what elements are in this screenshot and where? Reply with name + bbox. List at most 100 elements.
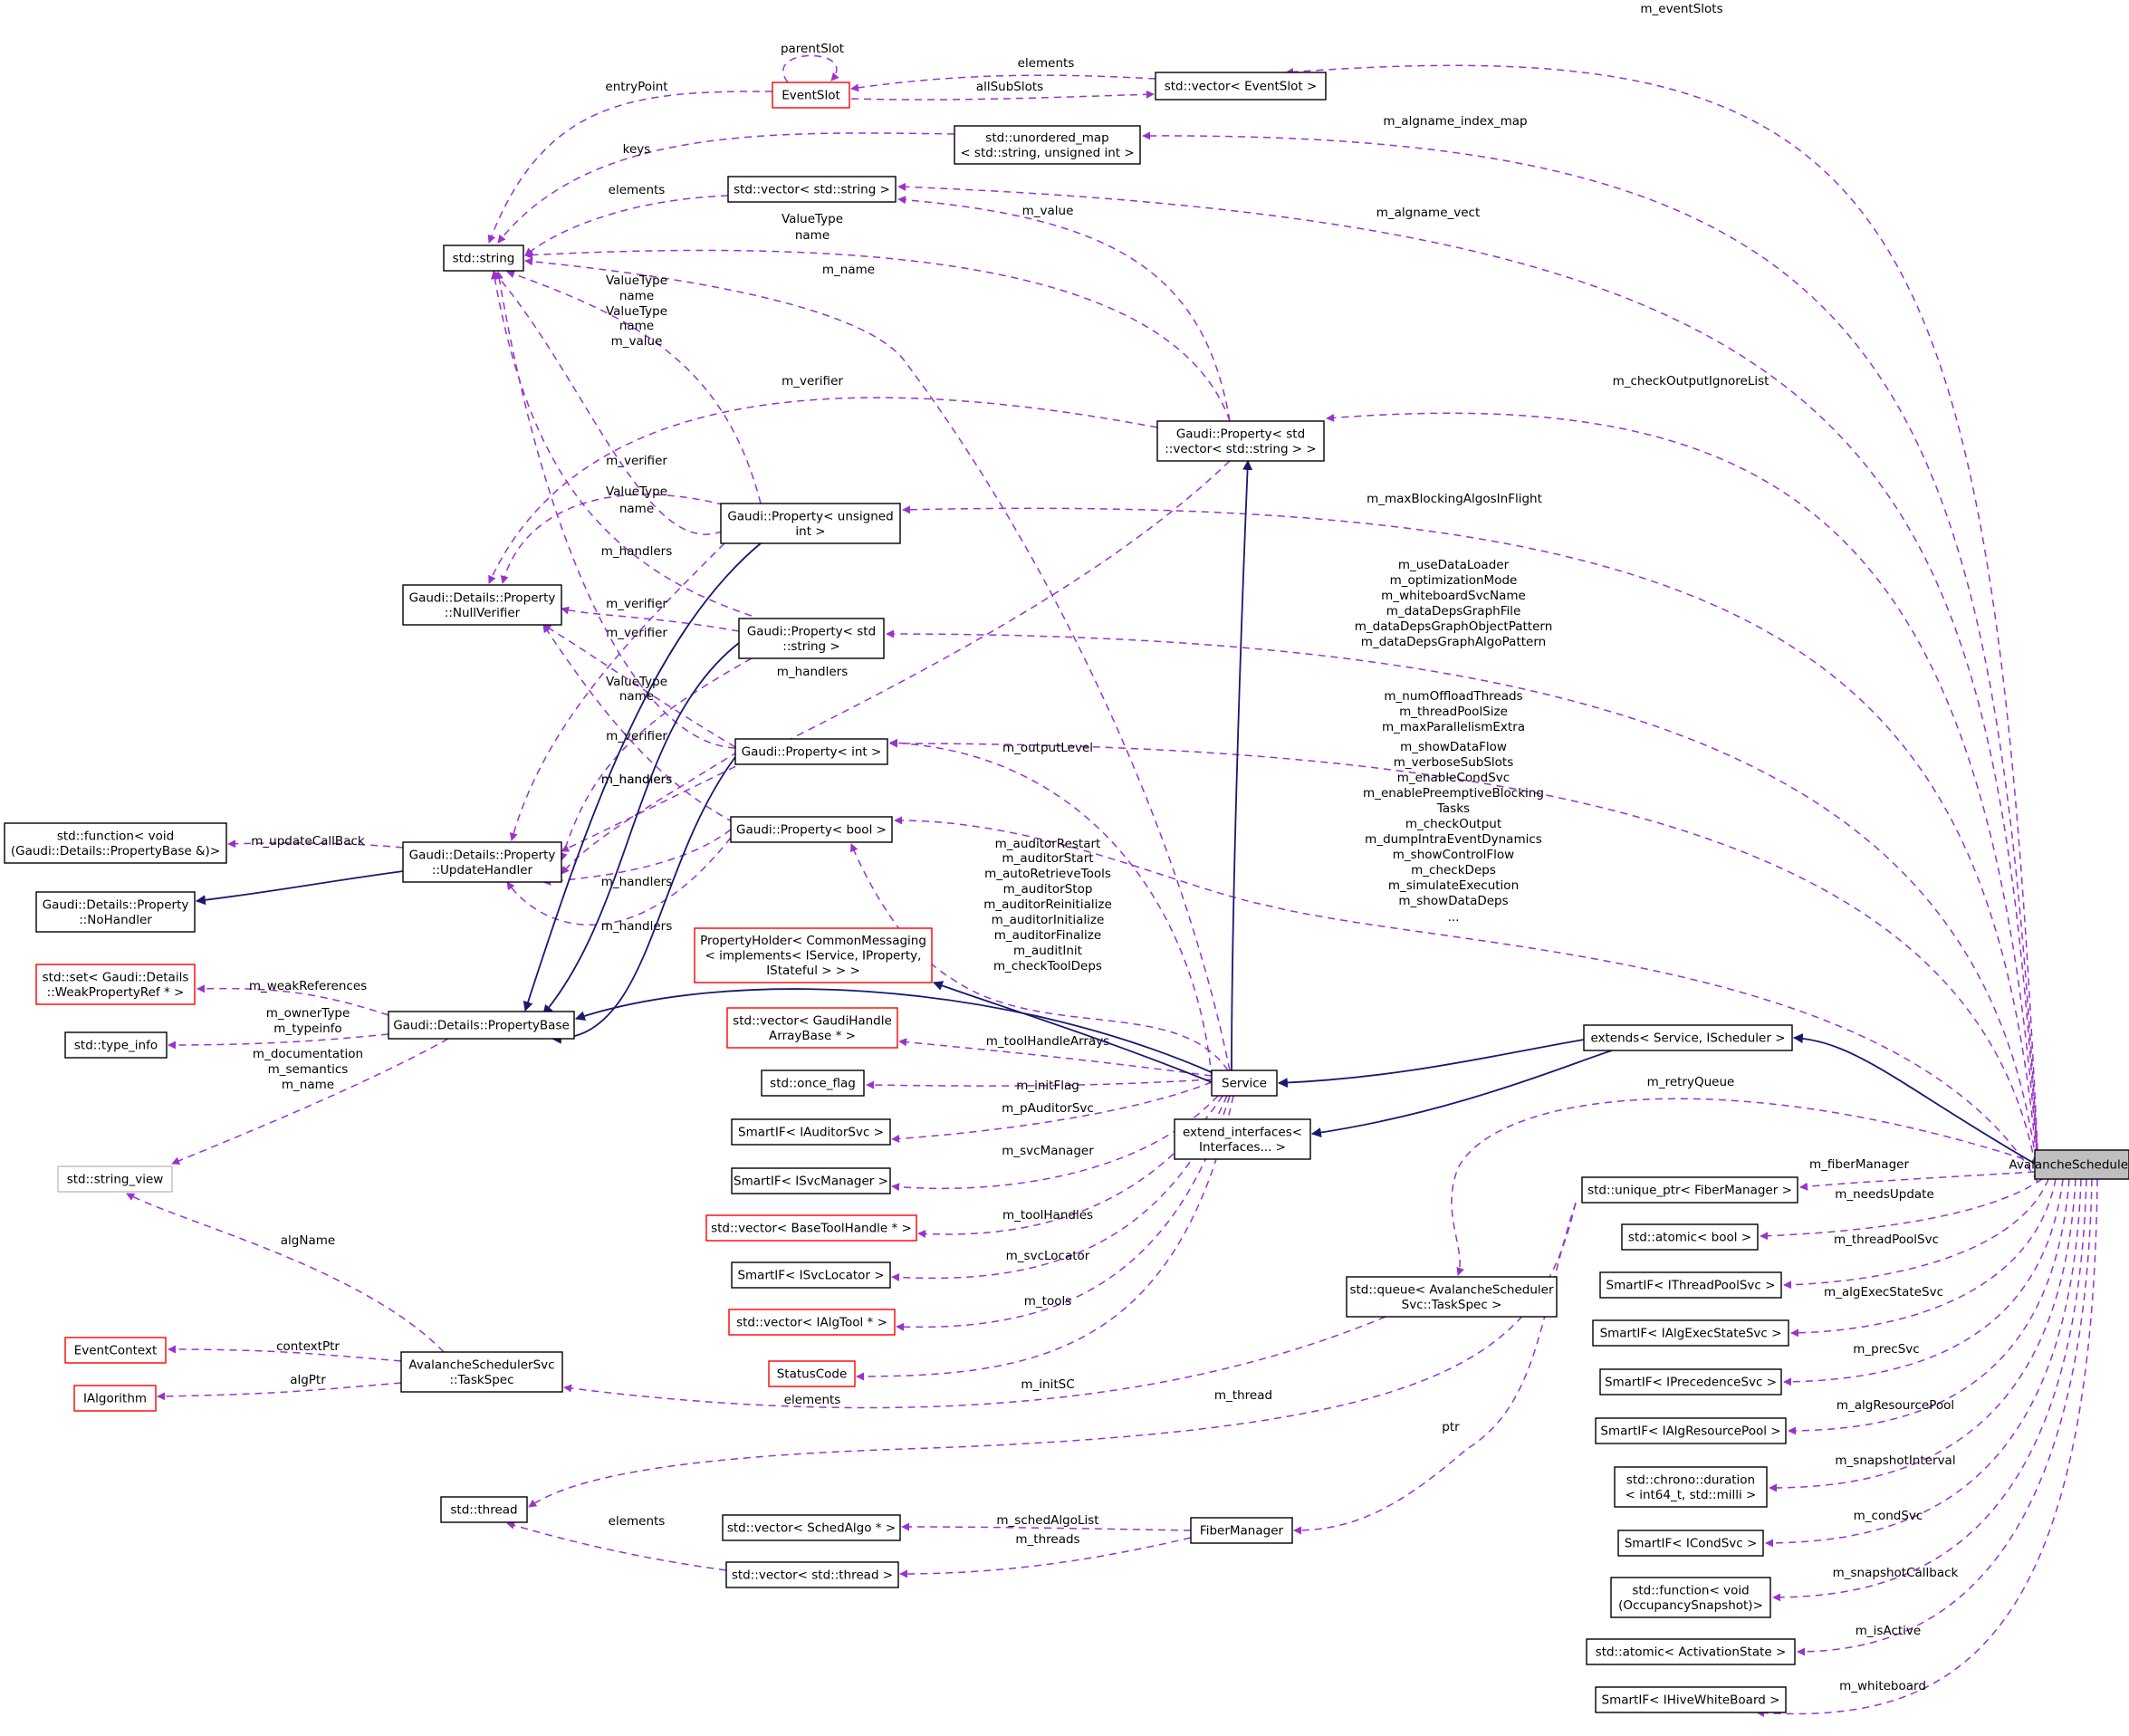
node-label: ::string > bbox=[782, 639, 839, 654]
class-node-string-view[interactable]: std::string_view bbox=[57, 1165, 173, 1193]
association-edge: m_name bbox=[524, 257, 1231, 1071]
class-node-prop-vecstring[interactable]: Gaudi::Property< std::vector< std::strin… bbox=[1156, 420, 1325, 462]
edge-label: m_retryQueue bbox=[1647, 1075, 1735, 1089]
class-node-propertybase[interactable]: Gaudi::Details::PropertyBase bbox=[388, 1011, 575, 1040]
class-node-extends[interactable]: extends< Service, IScheduler > bbox=[1583, 1024, 1793, 1051]
edge-label: m_auditInit bbox=[1013, 944, 1082, 958]
class-node-vec-eventslot[interactable]: std::vector< EventSlot > bbox=[1155, 72, 1327, 101]
class-node-std-string[interactable]: std::string bbox=[443, 245, 524, 272]
node-label: EventSlot bbox=[782, 89, 840, 103]
class-node-eventslot[interactable]: EventSlot bbox=[772, 82, 850, 109]
class-node-taskspec[interactable]: AvalancheSchedulerSvc::TaskSpec bbox=[400, 1351, 563, 1393]
class-node-nohandler[interactable]: Gaudi::Details::Property::NoHandler bbox=[35, 891, 196, 933]
class-node-smartif-precedence[interactable]: SmartIF< IPrecedenceSvc > bbox=[1599, 1368, 1782, 1396]
class-node-queue-taskspec[interactable]: std::queue< AvalancheSchedulerSvc::TaskS… bbox=[1346, 1276, 1558, 1318]
node-box bbox=[402, 584, 562, 626]
edge-label: m_initSC bbox=[1021, 1377, 1074, 1392]
edge-line bbox=[1783, 1178, 2049, 1290]
class-node-once-flag[interactable]: std::once_flag bbox=[761, 1069, 865, 1097]
class-node-updatehandler[interactable]: Gaudi::Details::Property::UpdateHandler bbox=[402, 841, 562, 883]
edge-line bbox=[509, 542, 725, 841]
class-node-avalanche[interactable]: AvalancheSchedulerSvc bbox=[2009, 1149, 2129, 1180]
class-node-vec-ialgtool[interactable]: std::vector< IAlgTool * > bbox=[728, 1309, 896, 1336]
edge-label: m_eventSlots bbox=[1640, 2, 1722, 16]
class-node-smartif-hive[interactable]: SmartIF< IHiveWhiteBoard > bbox=[1595, 1686, 1787, 1713]
edge-line bbox=[1231, 459, 1253, 1071]
node-label: Gaudi::Property< unsigned bbox=[727, 509, 893, 523]
node-label: IStateful > > > bbox=[766, 964, 860, 978]
association-edge: algPtr bbox=[157, 1373, 402, 1401]
class-node-ialgorithm[interactable]: IAlgorithm bbox=[73, 1385, 157, 1412]
edge-line bbox=[197, 984, 389, 1016]
class-node-smartif-algresource[interactable]: SmartIF< IAlgResourcePool > bbox=[1595, 1417, 1787, 1444]
edge-label: name bbox=[795, 228, 830, 243]
class-node-unordered-map[interactable]: std::unordered_map< std::string, unsigne… bbox=[954, 125, 1141, 165]
class-node-extend-interfaces[interactable]: extend_interfaces<Interfaces... > bbox=[1174, 1118, 1311, 1160]
class-node-smartif-svcmanager[interactable]: SmartIF< ISvcManager > bbox=[731, 1167, 891, 1194]
class-node-chrono-duration[interactable]: std::chrono::duration< int64_t, std::mil… bbox=[1614, 1466, 1768, 1508]
class-node-fibermanager[interactable]: FiberManager bbox=[1190, 1517, 1293, 1544]
edge-label: m_optimizationMode bbox=[1390, 573, 1518, 588]
edge-line bbox=[497, 132, 955, 244]
node-box bbox=[725, 1561, 899, 1588]
node-box bbox=[1156, 420, 1325, 462]
edge-line bbox=[1277, 1039, 1585, 1089]
class-node-eventcontext[interactable]: EventContext bbox=[64, 1337, 167, 1364]
class-node-nullverifier[interactable]: Gaudi::Details::Property::NullVerifier bbox=[402, 584, 562, 626]
association-edge: elements bbox=[506, 1514, 727, 1571]
class-node-vec-basetool[interactable]: std::vector< BaseToolHandle * > bbox=[705, 1214, 917, 1242]
class-node-prop-int[interactable]: Gaudi::Property< int > bbox=[734, 738, 888, 765]
association-edge: m_checkOutputIgnoreList bbox=[1326, 374, 2038, 1165]
node-box bbox=[443, 245, 524, 272]
class-node-std-thread[interactable]: std::thread bbox=[440, 1496, 528, 1523]
class-node-std-function[interactable]: std::function< void(Gaudi::Details::Prop… bbox=[4, 822, 227, 864]
edge-label: m_name bbox=[822, 263, 875, 277]
node-label: std::vector< std::string > bbox=[734, 183, 890, 197]
node-box bbox=[730, 816, 893, 843]
association-edge: m_value bbox=[897, 196, 1231, 422]
class-node-prop-string[interactable]: Gaudi::Property< std::string > bbox=[738, 618, 885, 659]
edge-label: m_threads bbox=[1015, 1532, 1079, 1547]
class-node-set-weakref[interactable]: std::set< Gaudi::Details::WeakPropertyRe… bbox=[35, 964, 196, 1005]
node-label: std::string_view bbox=[67, 1173, 164, 1187]
class-node-smartif-threadpool[interactable]: SmartIF< IThreadPoolSvc > bbox=[1599, 1271, 1782, 1299]
edge-label: allSubSlots bbox=[976, 80, 1043, 94]
edge-label: m_whiteboardSvcName bbox=[1381, 589, 1526, 603]
class-node-smartif-auditor[interactable]: SmartIF< IAuditorSvc > bbox=[731, 1118, 891, 1146]
edge-label: elements bbox=[609, 1514, 666, 1529]
edge-line bbox=[897, 182, 2038, 1160]
edge-line bbox=[171, 1038, 449, 1165]
class-node-service[interactable]: Service bbox=[1211, 1069, 1278, 1097]
edge-label: m_semantics bbox=[268, 1062, 349, 1077]
node-label: std::vector< std::thread > bbox=[732, 1568, 893, 1583]
association-edge: m_handlers bbox=[560, 657, 753, 861]
class-node-vec-string[interactable]: std::vector< std::string > bbox=[727, 176, 897, 203]
edge-label: m_verifier bbox=[606, 729, 667, 743]
class-node-type-info[interactable]: std::type_info bbox=[64, 1031, 168, 1059]
class-node-vec-schedalgo[interactable]: std::vector< SchedAlgo * > bbox=[722, 1514, 901, 1541]
class-node-smartif-svclocator[interactable]: SmartIF< ISvcLocator > bbox=[731, 1261, 891, 1289]
node-label: std::vector< IAlgTool * > bbox=[736, 1316, 887, 1330]
class-node-uniq-fiber[interactable]: std::unique_ptr< FiberManager > bbox=[1581, 1176, 1798, 1204]
class-node-atomic-activation[interactable]: std::atomic< ActivationState > bbox=[1586, 1638, 1796, 1665]
edge-label: m_dumpIntraEventDynamics bbox=[1365, 832, 1542, 847]
class-node-vec-thread[interactable]: std::vector< std::thread > bbox=[725, 1561, 899, 1588]
class-node-prop-bool[interactable]: Gaudi::Property< bool > bbox=[730, 816, 893, 843]
class-node-func-occupancy[interactable]: std::function< void(OccupancySnapshot)> bbox=[1610, 1577, 1771, 1618]
edge-line bbox=[897, 196, 1231, 422]
node-label: AvalancheSchedulerSvc bbox=[408, 1357, 554, 1372]
class-node-smartif-cond[interactable]: SmartIF< ICondSvc > bbox=[1617, 1530, 1764, 1557]
node-label: < implements< IService, IProperty, bbox=[705, 949, 922, 964]
edge-label: m_auditorInitialize bbox=[992, 913, 1105, 927]
node-label: Gaudi::Details::PropertyBase bbox=[393, 1019, 570, 1033]
class-node-propertyholder[interactable]: PropertyHolder< CommonMessaging< impleme… bbox=[694, 927, 933, 983]
class-node-smartif-algexec[interactable]: SmartIF< IAlgExecStateSvc > bbox=[1592, 1319, 1789, 1347]
class-node-statuscode[interactable]: StatusCode bbox=[768, 1360, 856, 1387]
node-box bbox=[727, 176, 897, 203]
class-node-atomic-bool[interactable]: std::atomic< bool > bbox=[1621, 1223, 1759, 1251]
